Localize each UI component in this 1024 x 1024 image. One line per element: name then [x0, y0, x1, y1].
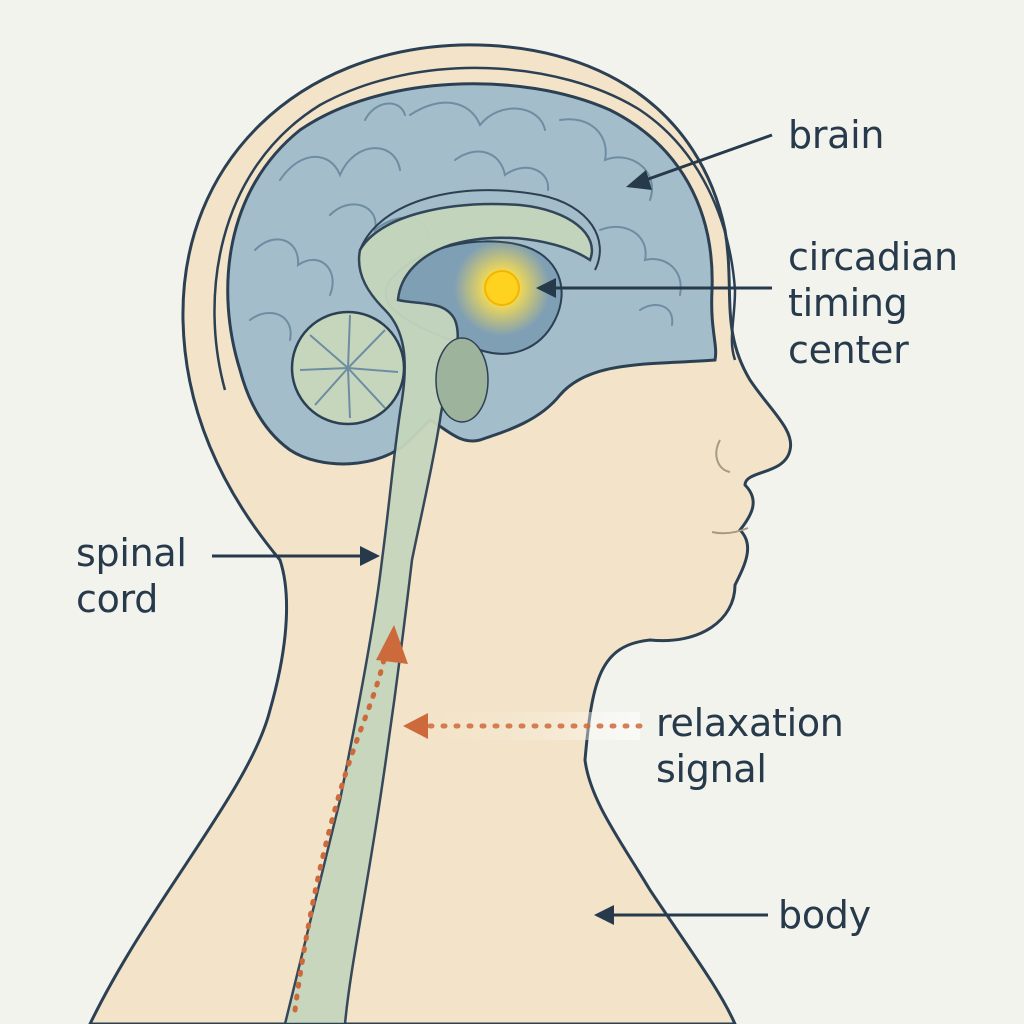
thalamus: [435, 337, 489, 423]
label-relaxation-line-2: signal: [656, 747, 767, 792]
mouth-line: [711, 527, 749, 535]
label-brain-line: brain: [788, 113, 885, 157]
skull-line: [213, 66, 737, 391]
label-body: body: [778, 892, 871, 938]
label-spinal-line-2: cord: [76, 577, 159, 622]
label-relaxation-signal: relaxation signal: [656, 700, 844, 793]
circadian-leader-tip: [536, 278, 556, 298]
relaxation-signal-arrowhead: [376, 625, 408, 664]
label-circadian-line-3: center: [788, 327, 909, 372]
relaxation-signal-arrow-tip: [403, 713, 428, 739]
label-spinal-cord: spinal cord: [76, 530, 187, 623]
brain-gyri: [249, 101, 682, 381]
nostril-line: [715, 439, 731, 473]
body-leader-tip: [594, 905, 614, 925]
circadian-center-dot: [484, 270, 520, 306]
leader-arrows: [212, 133, 773, 925]
label-spinal-line-1: spinal: [76, 531, 187, 575]
label-brain: brain: [788, 112, 884, 158]
cerebellum: [290, 310, 406, 426]
label-circadian-timing-center: circadian timing center: [788, 234, 958, 373]
label-circadian-line-1: circadian: [788, 235, 958, 279]
label-body-line: body: [778, 893, 871, 937]
spinal-leader-tip: [360, 546, 380, 566]
brain-leader: [639, 133, 773, 184]
relaxation-signal-path: [292, 647, 389, 1013]
brain-leader-tip: [626, 170, 652, 190]
label-relaxation-line-1: relaxation: [656, 701, 844, 745]
label-circadian-line-2: timing: [788, 281, 908, 326]
signal-fade: [420, 712, 640, 740]
cortex-inner-outline: [359, 189, 601, 271]
